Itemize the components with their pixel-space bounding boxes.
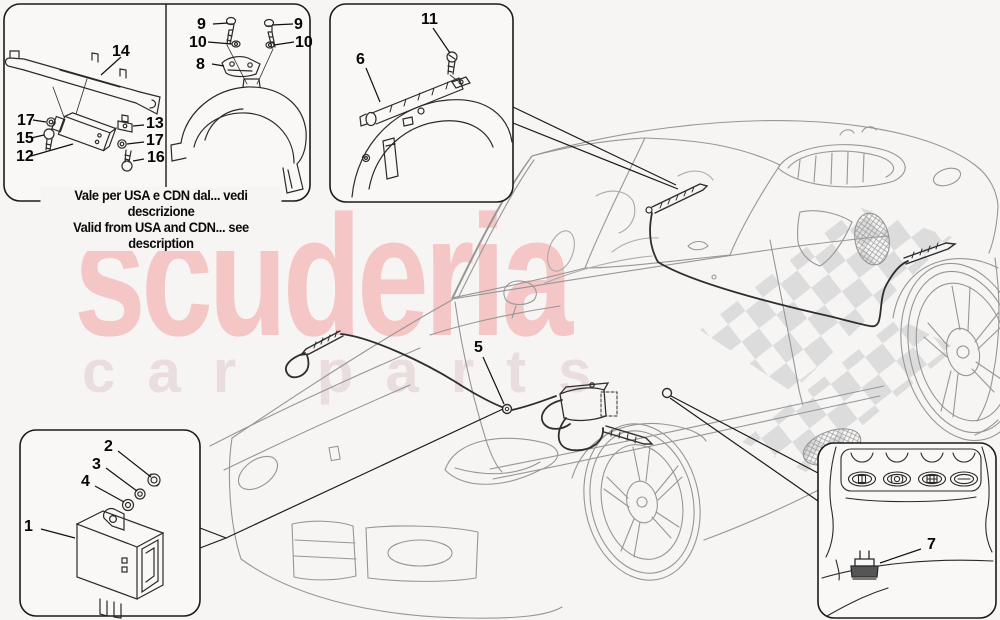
part-label-12: 12 bbox=[16, 148, 34, 165]
part-label-16: 16 bbox=[147, 149, 165, 166]
dash-location-marker bbox=[661, 387, 673, 399]
part-label-10-right: 10 bbox=[295, 34, 313, 51]
part-label-8: 8 bbox=[196, 56, 205, 73]
car-hood-left-edge bbox=[231, 299, 453, 439]
part-label-1: 1 bbox=[24, 518, 33, 535]
part-17-washer-right bbox=[117, 139, 127, 149]
car-quarter-window bbox=[797, 210, 853, 267]
part-label-13: 13 bbox=[146, 115, 164, 132]
car-headlight-right bbox=[237, 455, 279, 491]
callout-box-antenna bbox=[329, 3, 514, 203]
dash-lower-lines bbox=[821, 559, 994, 617]
part-label-9-right: 9 bbox=[294, 16, 303, 33]
console-outline bbox=[825, 446, 993, 558]
car-beltline bbox=[451, 235, 889, 300]
part-9-screw-right bbox=[256, 18, 276, 85]
car-rear-wheel-arch bbox=[892, 258, 999, 319]
inner-wheelarch bbox=[351, 99, 513, 198]
part-label-5: 5 bbox=[474, 339, 483, 356]
car-front-wheel-arch bbox=[571, 422, 707, 479]
part-label-2: 2 bbox=[104, 438, 113, 455]
rear-wheel-spokes bbox=[923, 285, 1000, 418]
caption-line-italian: Vale per USA e CDN dal... vedi descrizio… bbox=[74, 187, 248, 219]
part-17-washer-left bbox=[46, 117, 56, 127]
watermark-tagline-text: car parts bbox=[82, 338, 624, 405]
car-roofline bbox=[531, 120, 976, 166]
part-15-screw bbox=[43, 128, 55, 151]
part-9-screw-left bbox=[225, 16, 248, 85]
door-handle bbox=[687, 240, 709, 251]
grommet-connector bbox=[501, 403, 513, 415]
callout-box-control-unit bbox=[19, 429, 201, 619]
part-7-sensor bbox=[850, 550, 879, 580]
caption-line-english: Valid from USA and CDN... see descriptio… bbox=[73, 219, 249, 251]
car-door-shutline bbox=[454, 239, 804, 473]
part-2-nut bbox=[147, 473, 161, 487]
car-headlight-left bbox=[444, 437, 559, 485]
dashboard-switch-4 bbox=[949, 471, 979, 487]
module-cable-loop bbox=[540, 399, 604, 452]
steering-wheel bbox=[547, 230, 575, 272]
part-8-bracket bbox=[221, 56, 261, 78]
part-label-17-right: 17 bbox=[146, 132, 164, 149]
part-label-14: 14 bbox=[112, 43, 130, 60]
harness-cable-part5 bbox=[285, 183, 957, 452]
cable-roof-to-rear bbox=[649, 212, 909, 328]
side-vent bbox=[854, 212, 890, 266]
power-switch-icon bbox=[893, 475, 901, 483]
part-label-17-left: 17 bbox=[17, 112, 35, 129]
dashboard-switch-2 bbox=[882, 471, 912, 487]
car-right-intake bbox=[365, 525, 479, 582]
door-mirror bbox=[503, 280, 537, 319]
rear-antenna bbox=[903, 242, 957, 265]
part-16-screw bbox=[121, 149, 133, 172]
part-label-6: 6 bbox=[356, 51, 365, 68]
part-14-bracket bbox=[4, 50, 161, 118]
wheelarch-liner bbox=[170, 78, 307, 194]
roof-antenna bbox=[645, 183, 709, 214]
car-center-grille bbox=[291, 520, 357, 581]
receiver-module bbox=[559, 382, 618, 422]
tail-light bbox=[932, 167, 962, 187]
usa-cdn-caption: Vale per USA e CDN dal... vedi descrizio… bbox=[40, 187, 282, 251]
callout-box-usa-cdn bbox=[3, 3, 311, 202]
part-label-11: 11 bbox=[421, 11, 438, 28]
part-4-washer bbox=[121, 498, 135, 512]
car-front-bumper bbox=[228, 437, 563, 619]
front-antenna bbox=[299, 330, 344, 356]
part-3-washer bbox=[134, 488, 146, 500]
part-label-9-left: 9 bbox=[197, 16, 206, 33]
seat bbox=[595, 190, 636, 234]
module-connector-strip bbox=[603, 425, 654, 445]
part-12-sensor bbox=[51, 112, 118, 152]
part-label-4: 4 bbox=[81, 473, 90, 490]
part-1-control-unit bbox=[75, 507, 165, 619]
part-13-clip bbox=[117, 114, 133, 133]
callout-connector-lines bbox=[199, 106, 819, 549]
part-label-10-left: 10 bbox=[189, 34, 207, 51]
callout-box-dashboard bbox=[817, 442, 997, 619]
car-fog-lamp bbox=[387, 539, 453, 567]
label-leader-lines bbox=[30, 22, 922, 564]
ferrari-badge bbox=[328, 445, 341, 462]
part-6-antenna-rail bbox=[359, 76, 471, 127]
front-wheel-spokes bbox=[603, 445, 683, 558]
part-11-screw bbox=[446, 51, 459, 82]
car-door-glass bbox=[584, 137, 781, 269]
part-label-3: 3 bbox=[92, 456, 101, 473]
front-antenna-loop bbox=[285, 352, 310, 379]
dashboard-switch-3 bbox=[917, 471, 947, 487]
front-wheel bbox=[583, 423, 701, 581]
cable-front-to-module bbox=[340, 333, 503, 408]
part-label-7: 7 bbox=[927, 536, 936, 553]
engine-cover-glass bbox=[777, 144, 906, 188]
car-illustration bbox=[209, 120, 1000, 619]
dashboard-switch-1 bbox=[847, 471, 877, 487]
part-label-15: 15 bbox=[16, 130, 34, 147]
